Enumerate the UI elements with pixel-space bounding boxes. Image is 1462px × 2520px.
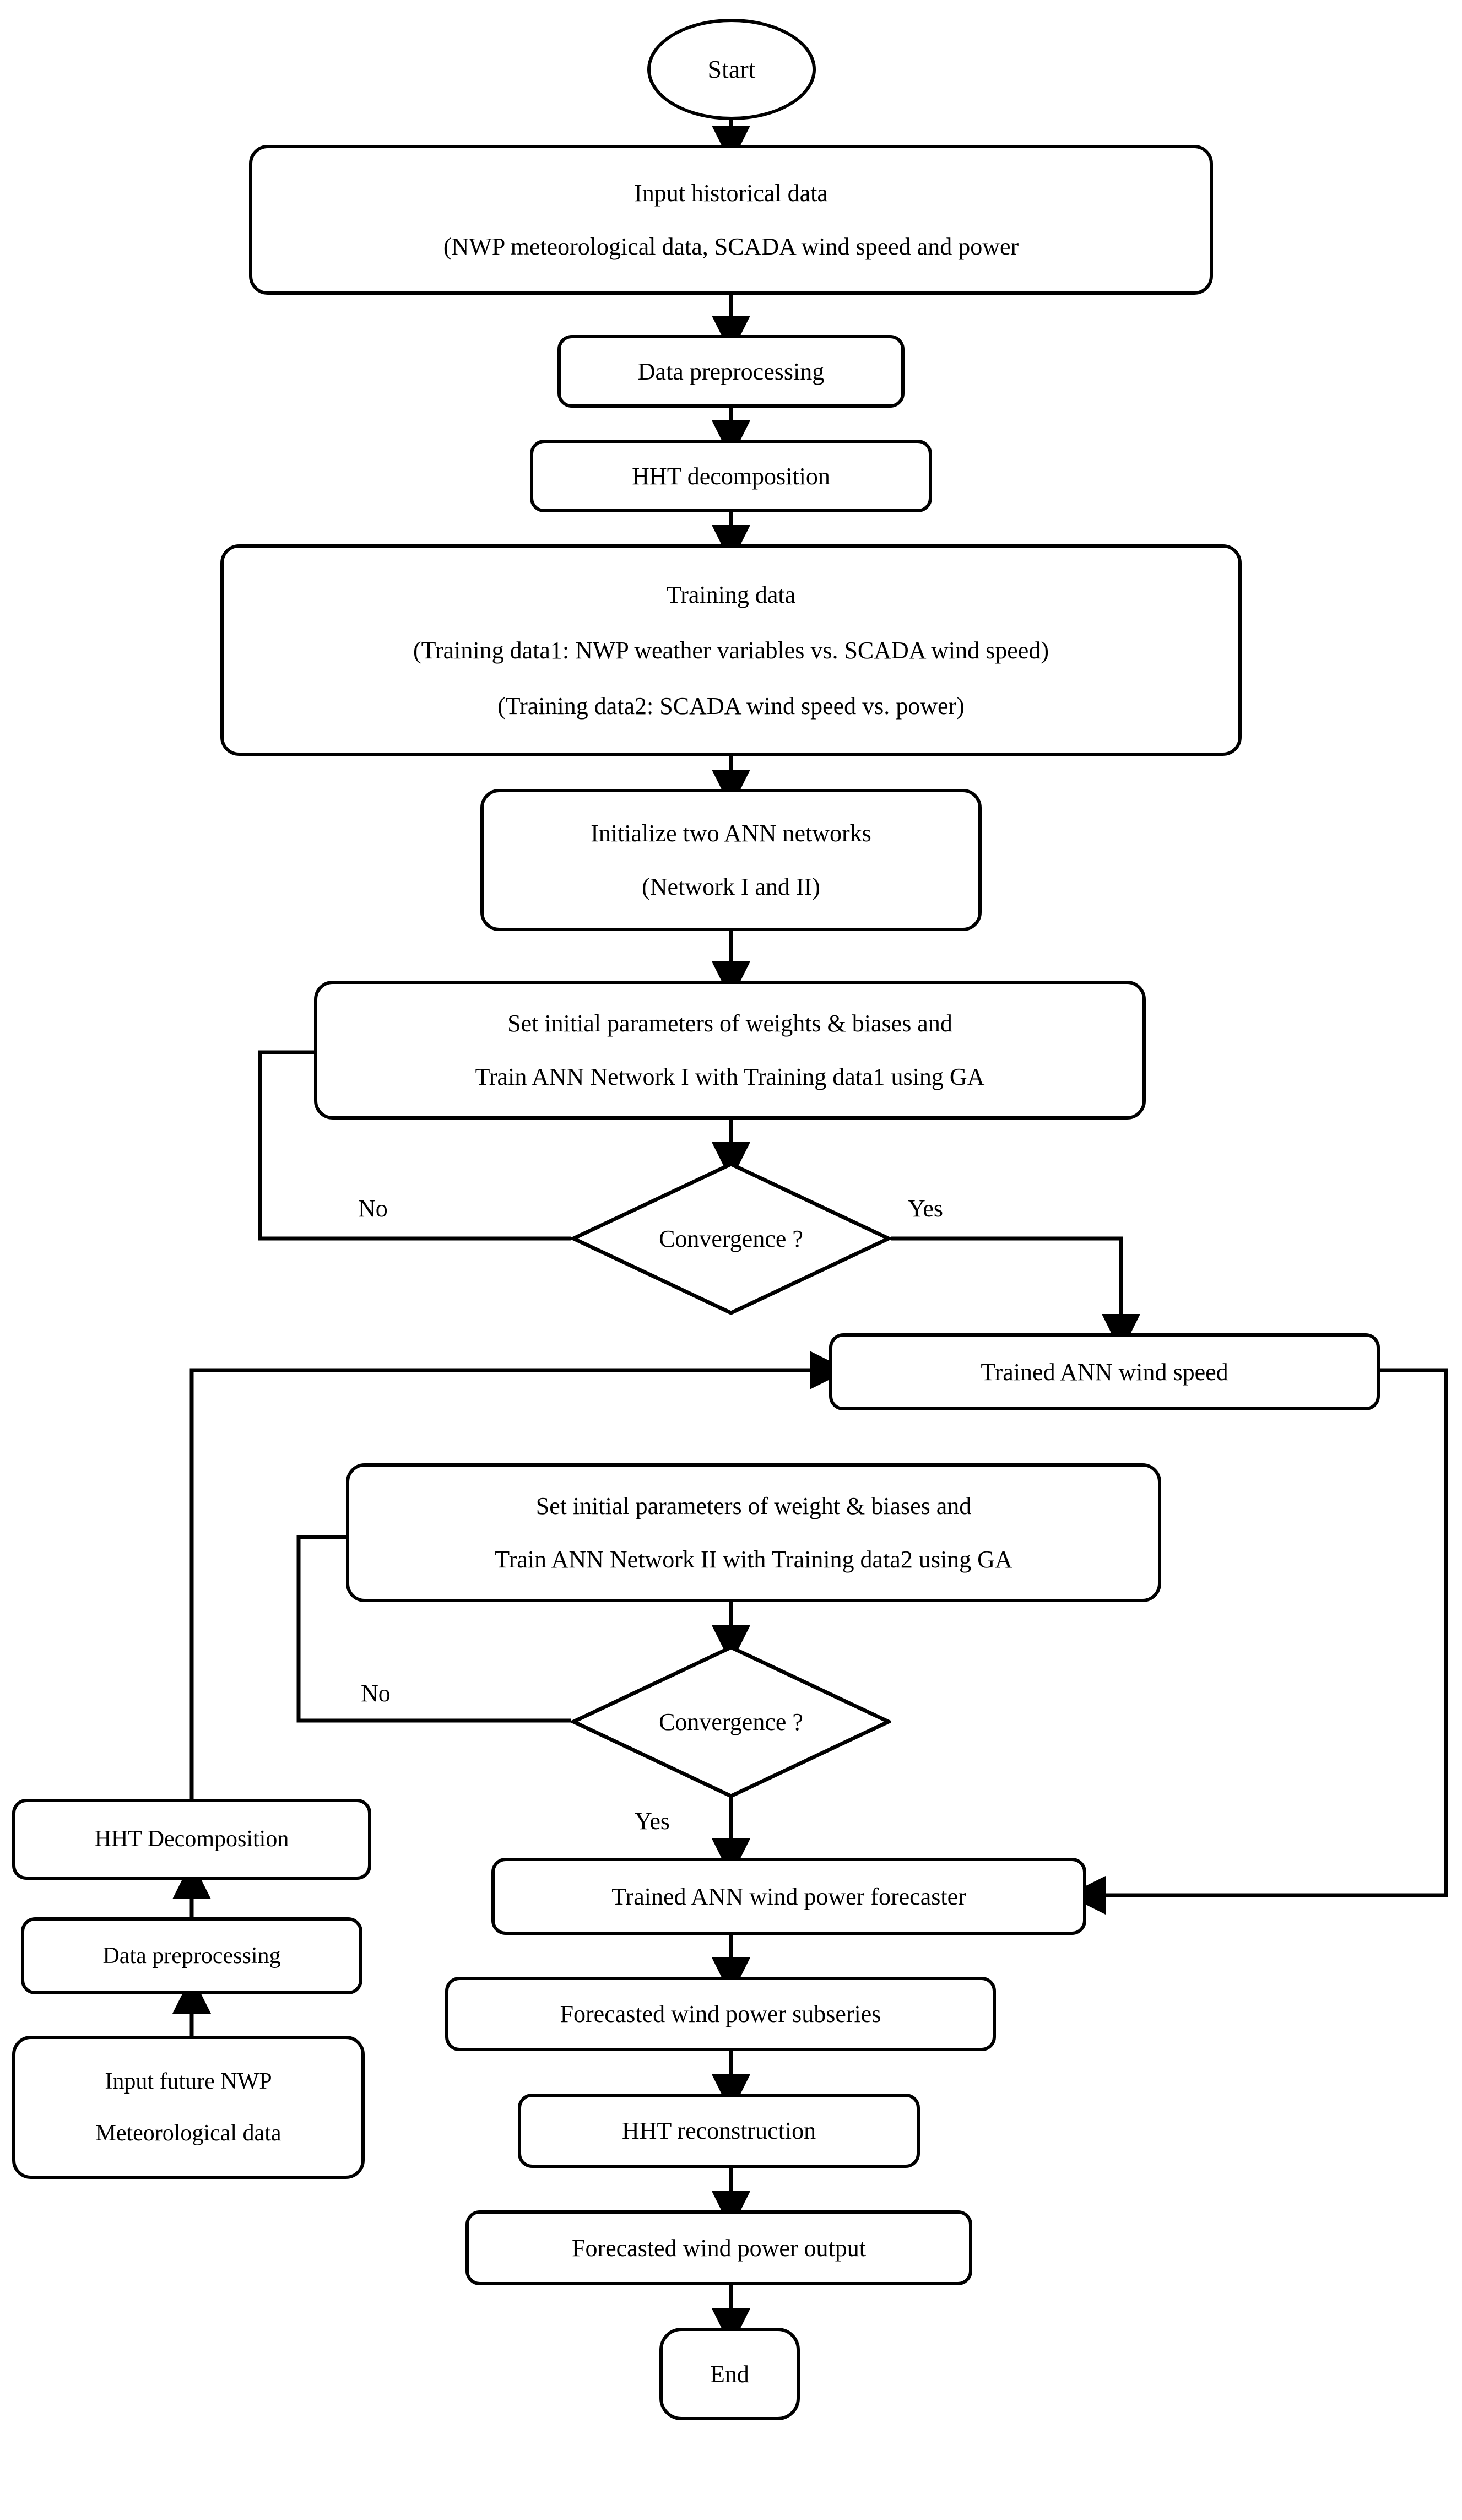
- node-start[interactable]: Start: [647, 19, 816, 120]
- node-training-data-line1: Training data: [666, 581, 796, 608]
- node-forecasted-output[interactable]: Forecasted wind power output: [465, 2210, 972, 2285]
- node-trained-ann-wind-speed-label: Trained ANN wind speed: [981, 1358, 1228, 1386]
- node-train-network-2-line1: Set initial parameters of weight & biase…: [535, 1492, 972, 1519]
- node-input-historical-data[interactable]: Input historical data (NWP meteorologica…: [249, 145, 1213, 295]
- node-initialize-networks-line1: Initialize two ANN networks: [591, 820, 871, 847]
- node-forecasted-output-label: Forecasted wind power output: [572, 2234, 866, 2262]
- node-initialize-networks-line2: (Network I and II): [642, 873, 820, 900]
- edge-label-convergence1-no: No: [358, 1195, 388, 1222]
- node-hht-decomposition-1[interactable]: HHT decomposition: [530, 440, 932, 512]
- edge-label-convergence1-yes: Yes: [908, 1195, 944, 1222]
- node-train-network-1-line2: Train ANN Network I with Training data1 …: [475, 1063, 985, 1090]
- node-training-data[interactable]: Training data (Training data1: NWP weath…: [220, 544, 1242, 756]
- node-convergence-2-label: Convergence ?: [659, 1708, 803, 1735]
- node-input-future-nwp[interactable]: Input future NWP Meteorological data: [12, 2036, 365, 2179]
- edge-windspeed-to-forecaster: [1067, 1368, 1448, 1915]
- node-data-preprocessing-1[interactable]: Data preprocessing: [557, 335, 905, 408]
- node-hht-decomposition-2-label: HHT Decomposition: [94, 1826, 289, 1852]
- node-train-network-1[interactable]: Set initial parameters of weights & bias…: [314, 981, 1146, 1120]
- node-end-label: End: [710, 2360, 749, 2388]
- node-start-label: Start: [707, 55, 756, 84]
- node-input-future-nwp-line2: Meteorological data: [95, 2121, 281, 2146]
- edge-label-convergence2-no: No: [361, 1680, 391, 1707]
- node-data-preprocessing-2-label: Data preprocessing: [102, 1943, 281, 1969]
- node-convergence-2[interactable]: Convergence ?: [571, 1645, 891, 1799]
- node-input-historical-line1: Input historical data: [634, 180, 828, 207]
- node-trained-ann-power-forecaster-label: Trained ANN wind power forecaster: [611, 1883, 966, 1910]
- node-initialize-networks[interactable]: Initialize two ANN networks (Network I a…: [480, 789, 982, 931]
- node-hht-decomposition-1-label: HHT decomposition: [632, 462, 830, 490]
- diamond-shape-2: [571, 1645, 891, 1798]
- node-input-future-nwp-line1: Input future NWP: [105, 2068, 272, 2094]
- node-convergence-1[interactable]: Convergence ?: [571, 1161, 891, 1316]
- node-training-data-line2: (Training data1: NWP weather variables v…: [413, 636, 1049, 664]
- edge-convergence1-yes: [891, 1236, 1140, 1353]
- edge-label-convergence2-yes: Yes: [635, 1808, 670, 1835]
- node-train-network-2[interactable]: Set initial parameters of weight & biase…: [346, 1463, 1161, 1602]
- node-convergence-1-label: Convergence ?: [659, 1225, 803, 1252]
- node-end[interactable]: End: [659, 2328, 800, 2420]
- node-data-preprocessing-2[interactable]: Data preprocessing: [21, 1917, 362, 1994]
- node-hht-reconstruction[interactable]: HHT reconstruction: [518, 2094, 920, 2168]
- node-input-historical-line2: (NWP meteorological data, SCADA wind spe…: [443, 233, 1019, 260]
- node-forecasted-subseries-label: Forecasted wind power subseries: [560, 2000, 881, 2027]
- node-data-preprocessing-1-label: Data preprocessing: [637, 358, 825, 385]
- node-trained-ann-power-forecaster[interactable]: Trained ANN wind power forecaster: [491, 1858, 1086, 1935]
- node-hht-decomposition-2[interactable]: HHT Decomposition: [12, 1799, 371, 1880]
- diamond-shape-1: [571, 1162, 891, 1315]
- node-training-data-line3: (Training data2: SCADA wind speed vs. po…: [497, 692, 965, 720]
- node-train-network-1-line1: Set initial parameters of weights & bias…: [507, 1010, 952, 1037]
- node-forecasted-subseries[interactable]: Forecasted wind power subseries: [445, 1977, 996, 2051]
- node-train-network-2-line2: Train ANN Network II with Training data2…: [495, 1546, 1012, 1573]
- node-hht-reconstruction-label: HHT reconstruction: [621, 2117, 816, 2144]
- node-trained-ann-wind-speed[interactable]: Trained ANN wind speed: [829, 1333, 1380, 1410]
